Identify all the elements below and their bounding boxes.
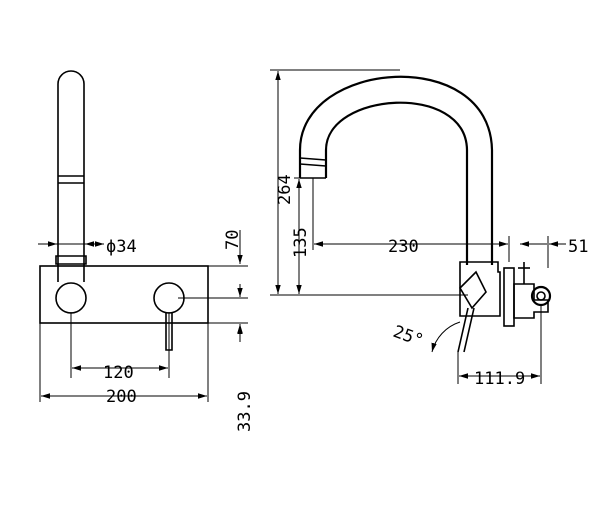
dim-1119-label: 111.9: [474, 369, 525, 389]
side-body: [459, 261, 501, 317]
dim-phi34-label: ϕ34: [106, 237, 137, 257]
dim-230-label: 230: [388, 237, 419, 257]
front-spout-base: [55, 255, 87, 265]
side-lever-2: [463, 307, 475, 353]
dim-70-label: 70: [223, 230, 243, 250]
dim-135-label: 135: [291, 227, 311, 258]
side-spout-outer: [298, 75, 494, 265]
dim-264-label: 264: [275, 174, 295, 205]
side-lever: [457, 307, 469, 353]
side-view: 264 135 230 51 25° 111.9: [270, 69, 588, 389]
side-spout-band-2: [299, 163, 327, 167]
dim-25deg-label: 25°: [390, 322, 426, 351]
side-valve-block: [513, 283, 549, 319]
side-wall-plate: [503, 267, 515, 327]
dim-51-label: 51: [568, 237, 588, 257]
dim-339-label: 33.9: [235, 391, 255, 432]
dim-25deg-arc: [431, 321, 461, 353]
side-spout-inner: [324, 101, 469, 265]
front-spout-outline: [57, 70, 85, 282]
cover-plate: [39, 265, 209, 324]
side-body-lever-housing: [458, 270, 487, 310]
side-valve-cap-inner: [536, 291, 546, 301]
spout-hub-circle: [55, 282, 87, 314]
side-spout-band-1: [299, 157, 327, 161]
front-view: ϕ34 70 120 200 33.9: [38, 70, 255, 432]
dim-200-label: 200: [106, 387, 137, 407]
side-valve-cap-outer: [530, 285, 552, 307]
dim-120-label: 120: [103, 363, 134, 383]
